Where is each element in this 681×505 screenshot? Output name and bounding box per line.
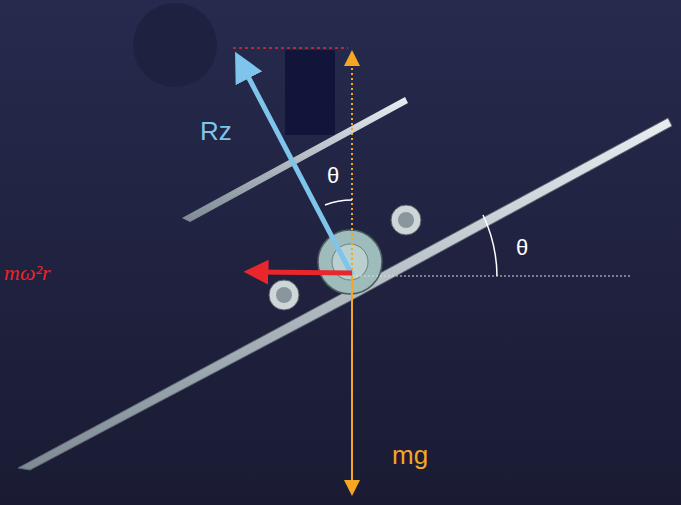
moon: [133, 3, 217, 87]
engine-core: [276, 287, 292, 303]
component-line: [233, 47, 348, 49]
angle-label: θ: [516, 237, 528, 259]
engine: [269, 280, 299, 310]
vertical-component: [351, 58, 353, 275]
force-label: mg: [392, 442, 428, 468]
engine: [391, 205, 421, 235]
dark-panel: [285, 50, 335, 135]
angle-label: θ: [327, 165, 339, 187]
angle-arc: [325, 200, 352, 205]
weight-arrow: [351, 275, 353, 488]
angle-arc: [483, 215, 497, 276]
centripetal-arrow: [256, 272, 352, 273]
force-label: Rz: [200, 118, 232, 144]
tail-stabilizer: [182, 97, 408, 222]
fuselage: [318, 230, 382, 294]
force-label: mω²r: [4, 262, 51, 284]
main-wing: [18, 118, 672, 470]
horizontal-reference: [352, 276, 632, 277]
engine-core: [398, 212, 414, 228]
lift-arrow: [242, 65, 352, 275]
